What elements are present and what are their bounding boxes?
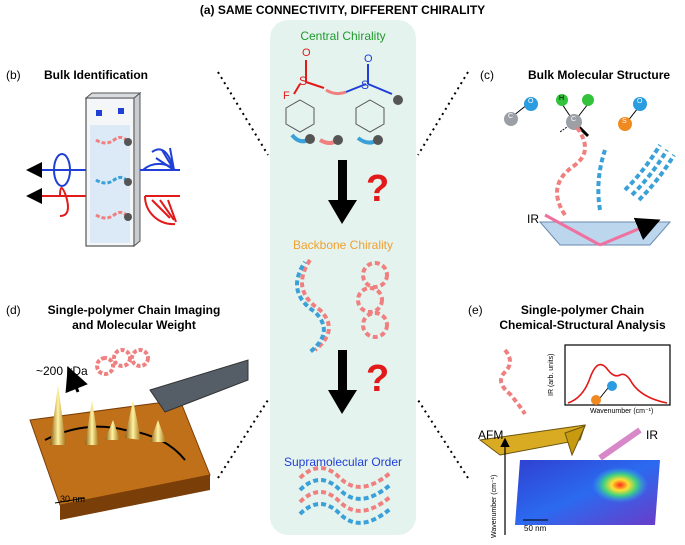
panel-e-title-2: Chemical-Structural Analysis	[499, 318, 666, 332]
spectrum-xlabel: Wavenumber (cm⁻¹)	[590, 408, 654, 415]
panel-c-title: Bulk Molecular Structure	[528, 68, 671, 82]
single-chain-strand	[499, 348, 527, 416]
afm-topography	[29, 348, 249, 520]
atom-s-right: S	[361, 78, 370, 92]
so-s-atom: S	[622, 118, 627, 125]
panel-e-letter: (e)	[468, 303, 483, 317]
panel-e-ir-label: IR	[646, 428, 658, 442]
panel-e-scale-label: 50 nm	[524, 524, 547, 533]
atom-o-right: O	[364, 53, 373, 65]
so-molecule	[618, 97, 647, 131]
panel-b-letter: (b)	[6, 68, 21, 82]
co-c-atom: C	[508, 113, 514, 120]
monomer-structure	[285, 60, 403, 133]
spectrum-ylabel: IR (arb. units)	[548, 353, 555, 396]
down-arrow-1	[328, 160, 357, 224]
atom-s-left: S	[299, 74, 308, 88]
atr-crystal	[538, 123, 676, 247]
down-arrow-2	[328, 350, 357, 414]
co-o-atom: O	[528, 98, 534, 105]
co-molecule	[504, 97, 538, 126]
panel-d-title-1: Single-polymer Chain Imaging	[47, 303, 221, 317]
cuvette-illustration	[84, 91, 142, 248]
afm-label: AFM	[478, 428, 504, 442]
supramolecular-order-label: Supramolecular Order	[283, 455, 403, 469]
afm-ir-map	[478, 424, 660, 535]
atom-f: F	[283, 90, 290, 102]
panel-d-scale-label: 30 nm	[60, 494, 86, 504]
ir-spectrum-plot	[564, 344, 671, 406]
supramolecular-strands	[298, 466, 392, 525]
atom-o-left: O	[302, 47, 311, 59]
red-light-beam	[26, 187, 180, 226]
center-panel-background	[270, 20, 416, 535]
so-o-atom: O	[637, 98, 643, 105]
panel-c-letter: (c)	[480, 68, 494, 82]
panel-d-title-2: and Molecular Weight	[72, 318, 196, 332]
panel-c-ir-label: IR	[527, 212, 539, 226]
central-chirality-label: Central Chirality	[300, 29, 386, 43]
mass-label: ~200 kDa	[36, 364, 88, 378]
panel-e-title-1: Single-polymer Chain	[520, 303, 645, 317]
ch2-c-atom: C	[571, 116, 577, 123]
backbone-chirality-label: Backbone Chirality	[292, 238, 394, 252]
backbone-strands	[295, 258, 389, 354]
dotted-connectors	[217, 71, 469, 479]
figure-title: (a) SAME CONNECTIVITY, DIFFERENT CHIRALI…	[199, 3, 486, 17]
map-ylabel: Wavenumber (cm⁻¹)	[491, 474, 498, 538]
monomer-fragments	[290, 133, 383, 145]
question-mark-1: ?	[366, 168, 390, 210]
blue-light-beam	[26, 147, 180, 187]
panel-d-letter: (d)	[6, 303, 21, 317]
panel-b-title: Bulk Identification	[44, 68, 149, 82]
ch2-h-atom: H	[559, 95, 565, 102]
question-mark-2: ?	[366, 358, 390, 400]
